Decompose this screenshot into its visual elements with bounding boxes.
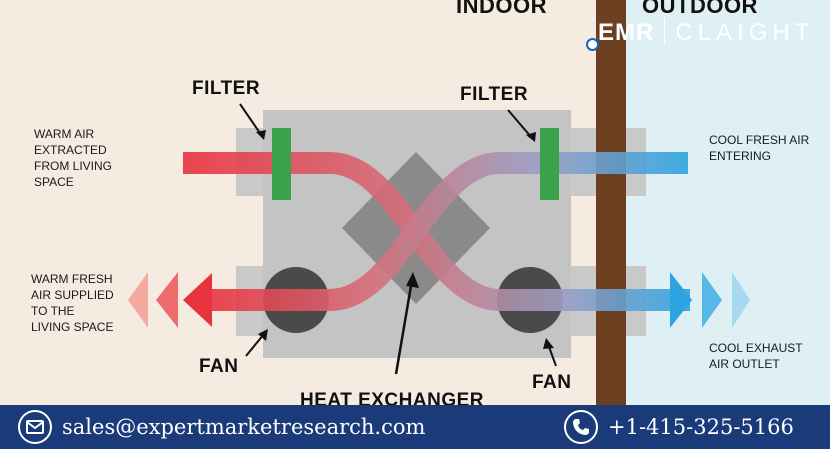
warm-fresh-air-label: WARM FRESH AIR SUPPLIED TO THE LIVING SP…	[31, 272, 114, 334]
pointer-fan-left	[245, 333, 265, 357]
filter-left-label: FILTER	[192, 78, 261, 99]
phone-text[interactable]: +1-415-325-5166	[608, 415, 794, 439]
pointer-filter-right	[507, 109, 533, 139]
email-icon	[18, 410, 52, 444]
arrow-warm-supply-3	[128, 272, 148, 328]
arrow-warm-supply-1	[183, 273, 212, 327]
arrow-cool-exhaust-1	[670, 272, 692, 328]
email-contact[interactable]: sales@expertmarketresearch.com	[18, 405, 425, 449]
fan-left-label: FAN	[199, 356, 239, 377]
contact-footer: sales@expertmarketresearch.com +1-415-32…	[0, 405, 830, 449]
airflow-fresh-to-supply	[205, 152, 688, 311]
phone-icon	[564, 410, 598, 444]
brand-dot-icon	[586, 38, 599, 51]
filter-left-shape	[272, 128, 291, 200]
brand-logo: EMR CLAIGHT	[586, 18, 830, 51]
outdoor-heading: OUTDOOR	[642, 0, 758, 18]
filter-right-shape	[540, 128, 559, 200]
pointer-heat-exchanger	[394, 279, 414, 375]
cool-fresh-air-label: COOL FRESH AIR ENTERING	[709, 133, 810, 163]
phone-contact[interactable]: +1-415-325-5166	[564, 405, 794, 449]
arrow-warm-supply-2	[156, 272, 178, 328]
indoor-heading: INDOOR	[456, 0, 547, 18]
fan-right-label: FAN	[532, 372, 572, 393]
arrow-cool-exhaust-2	[702, 272, 722, 328]
pointer-filter-left	[239, 103, 263, 137]
brand-right: CLAIGHT	[675, 19, 815, 46]
brand-left: EMR	[598, 19, 655, 46]
outdoor-zone	[626, 0, 830, 405]
filter-right-label: FILTER	[460, 84, 529, 105]
wall	[596, 0, 626, 405]
warm-air-extracted-label: WARM AIR EXTRACTED FROM LIVING SPACE	[34, 127, 113, 189]
cool-exhaust-label: COOL EXHAUST AIR OUTLET	[709, 341, 803, 371]
email-text[interactable]: sales@expertmarketresearch.com	[62, 415, 426, 439]
arrow-cool-exhaust-3	[732, 272, 750, 328]
